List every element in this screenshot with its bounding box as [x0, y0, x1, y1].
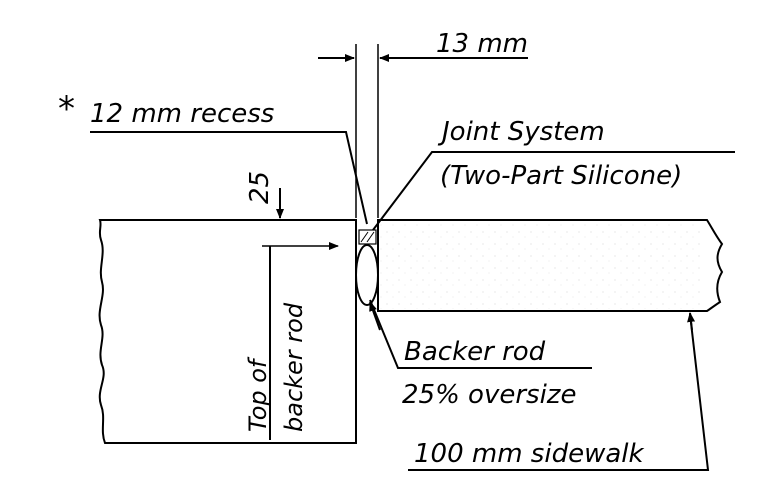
dim-25-label: 25	[245, 171, 275, 204]
sidewalk-label: 100 mm sidewalk	[414, 439, 645, 469]
backer-rod-vertical-label: backer rod	[280, 302, 308, 432]
dim-13-label: 13 mm	[436, 29, 528, 59]
sidewalk-leader	[408, 313, 710, 471]
joint-system-leader	[372, 151, 735, 231]
backer-rod-label: Backer rod	[404, 337, 546, 367]
right-slab-texture	[380, 222, 700, 309]
sealant-hatch	[366, 231, 375, 243]
sealant-hatch	[360, 231, 369, 243]
recess-leader	[90, 131, 368, 225]
top-of-label: Top of	[244, 356, 272, 432]
sidewalk-leader-head	[687, 312, 696, 331]
backer-rod-leader	[369, 299, 592, 369]
joint-system-label: Joint System	[437, 117, 605, 147]
oversize-label: 25% oversize	[402, 380, 576, 410]
silicone-sealant	[358, 229, 377, 245]
left-slab	[98, 219, 357, 444]
recess-asterisk: *	[58, 89, 75, 129]
backer-rod-shape	[355, 244, 379, 306]
recess-label: 12 mm recess	[90, 99, 274, 129]
backer-rod-leader-head	[369, 301, 381, 331]
joint-system-sublabel: (Two-Part Silicone)	[440, 161, 682, 191]
